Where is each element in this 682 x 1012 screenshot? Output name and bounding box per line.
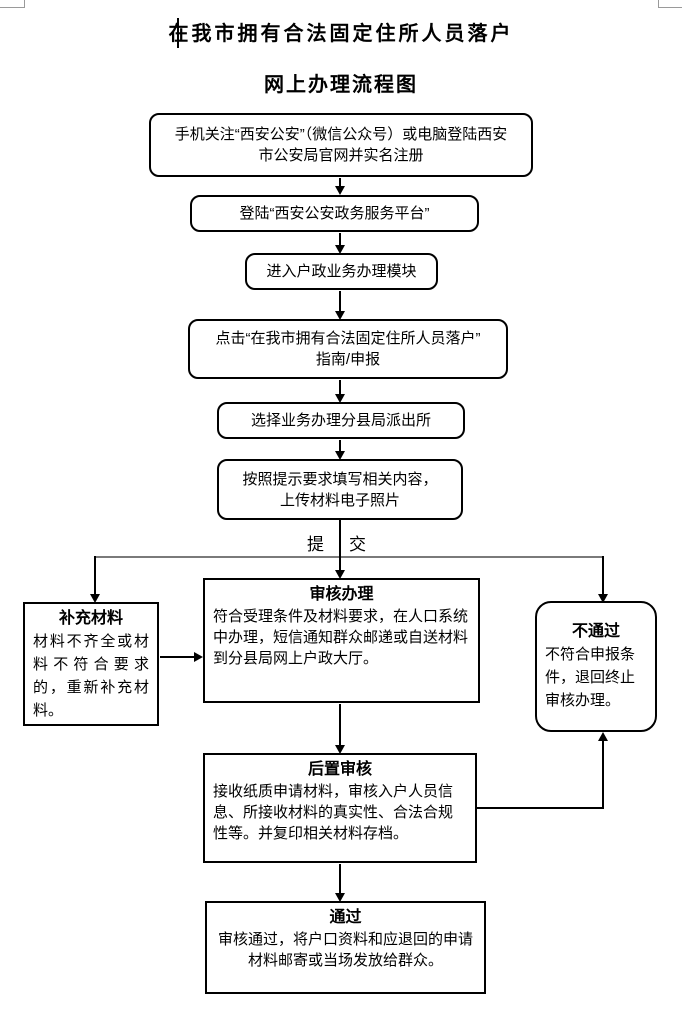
connector-branch-center bbox=[339, 556, 341, 570]
arrow-review-postreview bbox=[335, 745, 345, 754]
connector-branch-right bbox=[602, 556, 604, 594]
connector-2-3 bbox=[339, 233, 341, 245]
page-title-line2: 网上办理流程图 bbox=[264, 74, 418, 96]
step-click-text-line2: 指南/申报 bbox=[315, 351, 381, 368]
connector-branch-line bbox=[94, 556, 604, 558]
supplement-body: 材料不齐全或材料不符合要求的，重新补充材料。 bbox=[33, 633, 149, 719]
arrow-branch-center bbox=[335, 570, 345, 579]
arrow-3-4 bbox=[335, 311, 345, 320]
arrow-supplement-review bbox=[194, 652, 203, 662]
arrow-postreview-reject bbox=[598, 732, 608, 741]
connector-submit-stem bbox=[339, 520, 341, 558]
connector-5-6 bbox=[339, 440, 341, 451]
step-click-text-line1: 点击“在我市拥有合法固定住所人员落户” bbox=[215, 330, 481, 347]
arrow-postreview-pass bbox=[335, 893, 345, 902]
arrow-2-3 bbox=[335, 245, 345, 254]
step-login-box: 登陆“西安公安政务服务平台” bbox=[190, 195, 479, 232]
step-select-station-box: 选择业务办理分县局派出所 bbox=[217, 402, 465, 439]
connector-3-4 bbox=[339, 291, 341, 311]
page-margin-mark-top-right-h bbox=[658, 7, 682, 8]
connector-supplement-review bbox=[160, 656, 194, 658]
supplement-title: 补充材料 bbox=[58, 610, 123, 627]
reject-title: 不通过 bbox=[571, 623, 620, 640]
post-review-box: 后置审核 接收纸质申请材料，审核入户人员信息、所接收材料的真实性、合法合规性等。… bbox=[203, 753, 477, 863]
step-register-text-line2: 市公安局官网并实名注册 bbox=[258, 147, 424, 164]
pass-box: 通过 审核通过，将户口资料和应退回的申请材料邮寄或当场发放给群众。 bbox=[205, 901, 486, 994]
step-select-station-text: 选择业务办理分县局派出所 bbox=[250, 412, 431, 429]
reject-body: 不符合申报条件，退回终止审核办理。 bbox=[545, 646, 636, 709]
step-register-text-line1: 手机关注“西安公安”（微信公众号）或电脑登陆西安 bbox=[174, 126, 508, 143]
reject-box: 不通过 不符合申报条件，退回终止审核办理。 bbox=[535, 601, 657, 732]
page-margin-mark-top-right-v bbox=[658, 0, 659, 8]
arrow-1-2 bbox=[335, 186, 345, 195]
supplement-box: 补充材料 材料不齐全或材料不符合要求的，重新补充材料。 bbox=[23, 602, 159, 726]
text-cursor bbox=[177, 18, 179, 48]
arrow-4-5 bbox=[335, 394, 345, 403]
page-margin-mark-top-left-v bbox=[24, 0, 25, 8]
page-margin-mark-top-left-h bbox=[0, 7, 24, 8]
pass-body: 审核通过，将户口资料和应退回的申请材料邮寄或当场发放给群众。 bbox=[217, 931, 473, 969]
connector-postreview-pass bbox=[339, 864, 341, 893]
submit-label-right: 交 bbox=[349, 535, 366, 554]
pass-title: 通过 bbox=[329, 909, 362, 926]
connector-branch-left bbox=[94, 556, 96, 594]
step-login-text: 登陆“西安公安政务服务平台” bbox=[239, 205, 430, 222]
step-click-box: 点击“在我市拥有合法固定住所人员落户” 指南/申报 bbox=[188, 319, 508, 379]
connector-postreview-reject-v bbox=[602, 740, 604, 807]
review-title: 审核办理 bbox=[309, 586, 374, 603]
step-register-box: 手机关注“西安公安”（微信公众号）或电脑登陆西安 市公安局官网并实名注册 bbox=[149, 113, 533, 177]
post-review-title: 后置审核 bbox=[307, 761, 372, 778]
connector-1-2 bbox=[339, 178, 341, 186]
submit-label-left: 提 bbox=[307, 535, 324, 554]
step-module-box: 进入户政业务办理模块 bbox=[245, 253, 438, 290]
page-title-line1: 在我市拥有合法固定住所人员落户 bbox=[168, 23, 514, 45]
review-box: 审核办理 符合受理条件及材料要求，在人口系统中办理，短信通知群众邮递或自送材料到… bbox=[203, 578, 480, 703]
step-fill-upload-box: 按照提示要求填写相关内容， 上传材料电子照片 bbox=[217, 459, 463, 520]
step-fill-upload-text-line1: 按照提示要求填写相关内容， bbox=[242, 470, 438, 488]
arrow-branch-left bbox=[90, 594, 100, 603]
review-body: 符合受理条件及材料要求，在人口系统中办理，短信通知群众邮递或自送材料到分县局网上… bbox=[213, 608, 469, 667]
arrow-5-6 bbox=[335, 451, 345, 460]
connector-4-5 bbox=[339, 380, 341, 394]
connector-review-postreview bbox=[339, 704, 341, 745]
post-review-body: 接收纸质申请材料，审核入户人员信息、所接收材料的真实性、合法合规性等。并复印相关… bbox=[213, 783, 454, 842]
step-fill-upload-text-line2: 上传材料电子照片 bbox=[279, 491, 400, 509]
arrow-branch-right bbox=[598, 594, 608, 603]
step-module-text: 进入户政业务办理模块 bbox=[266, 263, 417, 280]
connector-postreview-reject-h bbox=[477, 807, 604, 809]
